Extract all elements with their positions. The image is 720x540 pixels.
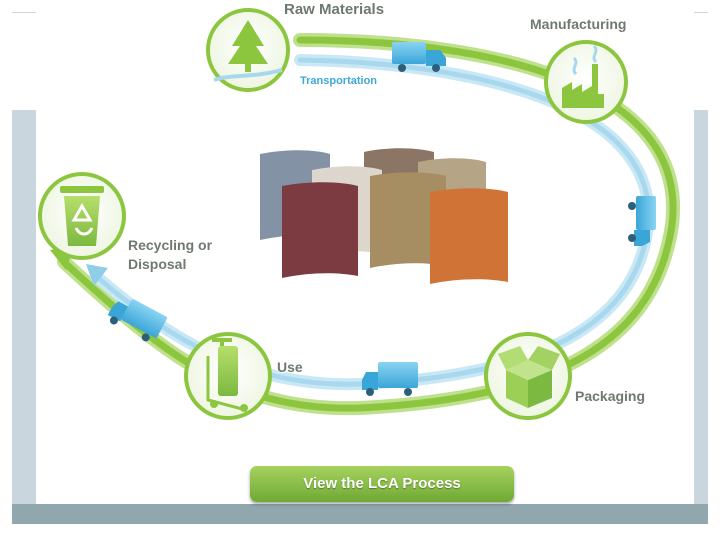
stage-label-manufacturing: Manufacturing (530, 16, 627, 32)
slide-side-band (694, 110, 708, 524)
stage-label-recycling-line1: Recycling or (128, 237, 213, 253)
slide-border-line (12, 12, 36, 13)
factory-icon (544, 40, 628, 124)
open-box-icon (484, 332, 572, 420)
blue-arrow-head (86, 264, 108, 286)
stage-label-use: Use (277, 359, 303, 375)
truck-icon (107, 299, 167, 342)
truck-icon (392, 42, 446, 72)
vacuum-cleaner-icon (184, 332, 272, 420)
truck-icon (362, 362, 418, 396)
recycle-bin-icon (38, 172, 126, 260)
carpet-samples-image (260, 148, 508, 284)
stage-label-recycling-line2: Disposal (128, 256, 187, 272)
view-lca-process-button[interactable]: View the LCA Process (250, 466, 514, 502)
slide-border-line (690, 12, 708, 13)
tree-icon (206, 8, 290, 92)
slide-bottom-band (12, 504, 708, 524)
stage-label-recycling: Recycling or Disposal (128, 236, 212, 274)
truck-icon (628, 196, 656, 246)
stage-label-raw-materials: Raw Materials (284, 1, 385, 18)
stage-label-packaging: Packaging (575, 388, 646, 404)
stage-label-transportation: Transportation (300, 75, 378, 87)
slide-side-band (12, 110, 36, 524)
